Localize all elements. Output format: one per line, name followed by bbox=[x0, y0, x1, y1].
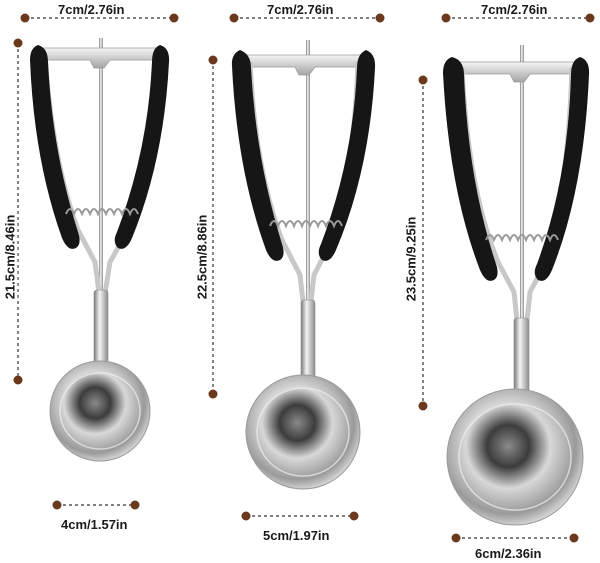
dimension-dot bbox=[13, 375, 23, 385]
dimension-dot bbox=[349, 511, 359, 521]
width-label-scoop-2: 7cm/2.76in bbox=[264, 2, 337, 17]
height-label-scoop-3: 23.5cm/9.25in bbox=[403, 213, 419, 305]
scoop-large bbox=[418, 13, 595, 543]
dimension-dot bbox=[130, 500, 140, 510]
scoop-small bbox=[13, 13, 179, 510]
dimension-dot bbox=[441, 13, 451, 23]
bowl-label-scoop-2: 5cm/1.97in bbox=[260, 528, 333, 543]
bowl-label-scoop-3: 6cm/2.36in bbox=[472, 546, 545, 561]
dimension-dot bbox=[418, 401, 428, 411]
scoop-medium bbox=[208, 13, 385, 521]
dimension-dot bbox=[52, 500, 62, 510]
dimension-dot bbox=[241, 511, 251, 521]
dimension-dot bbox=[451, 533, 461, 543]
height-label-scoop-1: 21.5cm/8.46in bbox=[2, 211, 18, 303]
width-label-scoop-3: 7cm/2.76in bbox=[478, 2, 551, 17]
dimension-dot bbox=[20, 13, 30, 23]
dimension-dot bbox=[375, 13, 385, 23]
dimension-dot bbox=[569, 533, 579, 543]
dimension-dot bbox=[585, 13, 595, 23]
height-label-scoop-2: 22.5cm/8.86in bbox=[194, 211, 210, 303]
dimension-dot bbox=[208, 389, 218, 399]
dimension-dot bbox=[13, 38, 23, 48]
dimension-dot bbox=[208, 55, 218, 65]
width-label-scoop-1: 7cm/2.76in bbox=[55, 2, 128, 17]
dimension-dot bbox=[229, 13, 239, 23]
dimension-dot bbox=[418, 75, 428, 85]
bowl-label-scoop-1: 4cm/1.57in bbox=[58, 517, 131, 532]
dimension-dot bbox=[169, 13, 179, 23]
